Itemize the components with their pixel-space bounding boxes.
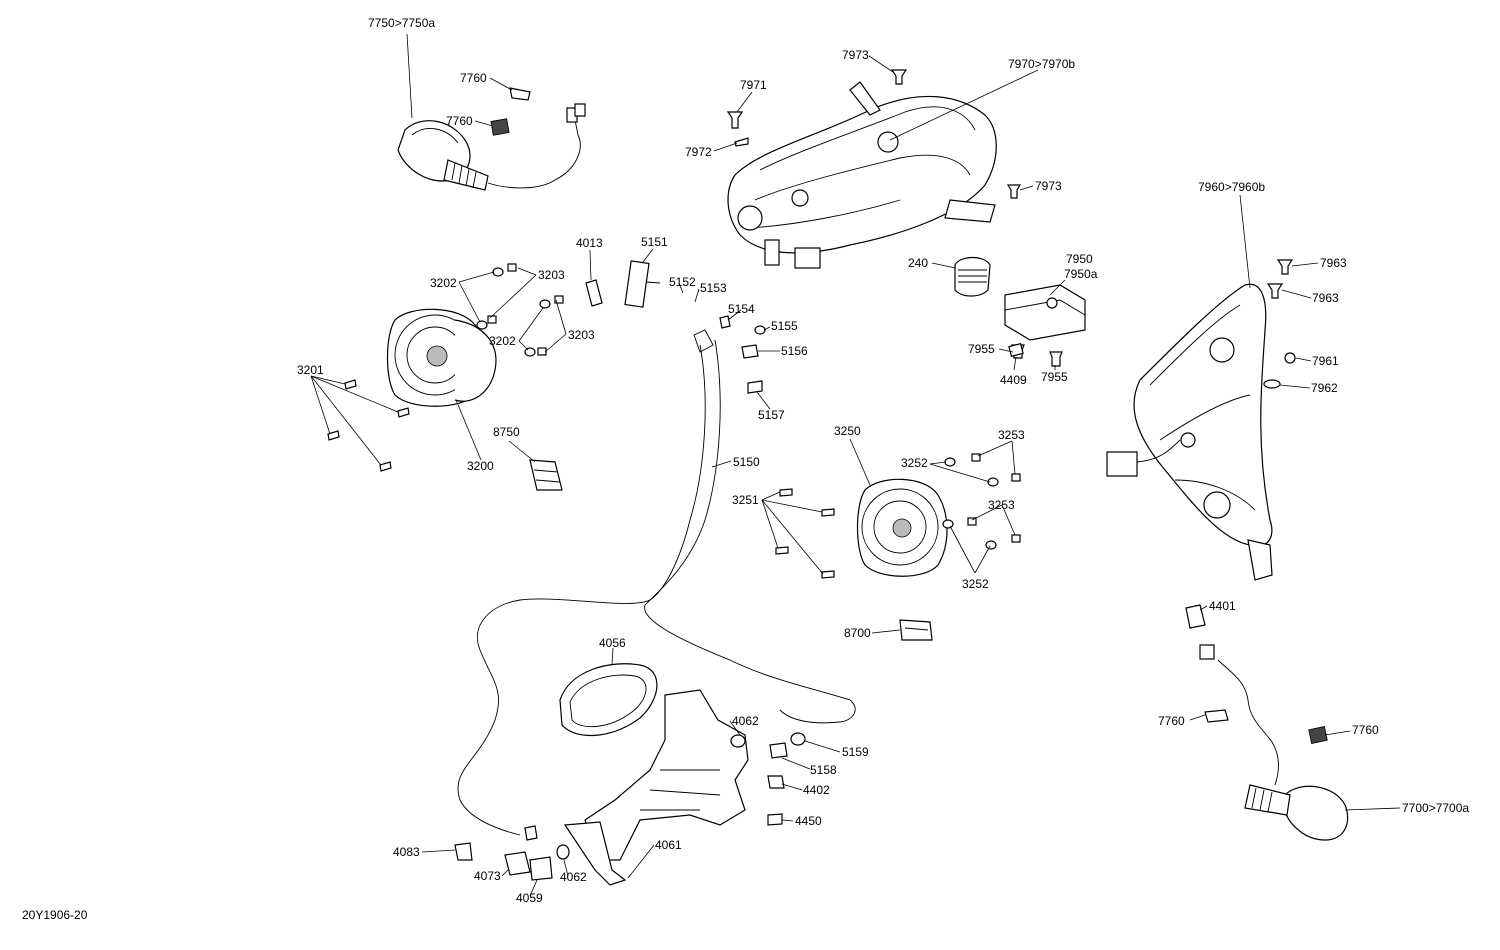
callout-4056: 4056 — [599, 636, 626, 650]
callout-5158: 5158 — [810, 763, 837, 777]
callout-7955: 7955 — [968, 342, 995, 356]
callout-7950a: 7950a — [1064, 267, 1098, 281]
callout-7960: 7960>7960b — [1198, 180, 1265, 194]
callout-8750: 8750 — [493, 425, 520, 439]
speaker-right-hardware — [775, 453, 1021, 579]
callout-3253: 3253 — [988, 498, 1015, 512]
callout-5150: 5150 — [733, 455, 760, 469]
callout-3203: 3203 — [568, 328, 595, 342]
callout-5157: 5157 — [758, 408, 785, 422]
callout-240: 240 — [908, 256, 928, 270]
callout-7760: 7760 — [1158, 714, 1185, 728]
callout-4409: 4409 — [1000, 373, 1027, 387]
callout-8700: 8700 — [844, 626, 871, 640]
speaker-left-3200 — [386, 308, 497, 407]
speaker-right-3250 — [856, 478, 948, 577]
callout-7970: 7970>7970b — [1008, 57, 1075, 71]
callout-4083: 4083 — [393, 845, 420, 859]
callout-3252: 3252 — [962, 577, 989, 591]
bulb-socket-240 — [954, 256, 991, 297]
callout-5156: 5156 — [781, 344, 808, 358]
callout-4073: 4073 — [474, 869, 501, 883]
callout-7750: 7750>7750a — [368, 16, 435, 30]
callout-3202: 3202 — [489, 334, 516, 348]
connector-8700 — [899, 619, 933, 641]
cable-5150 — [457, 315, 856, 836]
callout-7700: 7700>7700a — [1402, 801, 1469, 815]
callout-7972: 7972 — [685, 145, 712, 159]
callout-7971: 7971 — [740, 78, 767, 92]
callout-3203: 3203 — [538, 268, 565, 282]
callout-5154: 5154 — [728, 302, 755, 316]
callout-4061: 4061 — [655, 838, 682, 852]
license-lamp-7950 — [1004, 284, 1086, 367]
callout-4059: 4059 — [516, 891, 543, 905]
bracket-4061 — [563, 689, 806, 886]
turn-signal-front-left — [397, 103, 586, 191]
leader-lines — [310, 33, 1401, 897]
callout-7962: 7962 — [1311, 381, 1338, 395]
screws-7963 — [1263, 259, 1296, 389]
callout-7963: 7963 — [1320, 256, 1347, 270]
callout-3253: 3253 — [998, 428, 1025, 442]
turn-signal-rear-right — [1185, 604, 1349, 841]
screws-7971-7973 — [726, 69, 1022, 199]
callout-7950: 7950 — [1066, 252, 1093, 266]
callout-5155: 5155 — [771, 319, 798, 333]
bulb-7760-upper — [490, 87, 531, 136]
callout-7760: 7760 — [1352, 723, 1379, 737]
callout-7760: 7760 — [460, 71, 487, 85]
callout-3202: 3202 — [430, 276, 457, 290]
callout-7961: 7961 — [1312, 354, 1339, 368]
callout-7973: 7973 — [842, 48, 869, 62]
callout-3200: 3200 — [467, 459, 494, 473]
callout-3250: 3250 — [834, 424, 861, 438]
callout-4450: 4450 — [795, 814, 822, 828]
callout-3252: 3252 — [901, 456, 928, 470]
callout-4401: 4401 — [1209, 599, 1236, 613]
callout-5159: 5159 — [842, 745, 869, 759]
callout-4062: 4062 — [560, 870, 587, 884]
callout-7955: 7955 — [1041, 370, 1068, 384]
headlight-rear-7960 — [1106, 283, 1273, 581]
callout-5152: 5152 — [669, 275, 696, 289]
connectors-4059-4073-4083 — [454, 825, 570, 881]
gasket-4056 — [559, 663, 658, 736]
speaker-left-hardware — [327, 263, 564, 472]
callout-7760: 7760 — [446, 114, 473, 128]
callout-labels: 7750>7750a 7760 7760 7973 7971 7972 7970… — [22, 16, 1469, 922]
callout-3201: 3201 — [297, 363, 324, 377]
callout-5151: 5151 — [641, 235, 668, 249]
clip-4013-and-module-5151 — [585, 260, 661, 308]
callout-4013: 4013 — [576, 236, 603, 250]
callout-7963: 7963 — [1312, 291, 1339, 305]
callout-5153: 5153 — [700, 281, 727, 295]
callout-4062: 4062 — [732, 714, 759, 728]
callout-4402: 4402 — [803, 783, 830, 797]
callout-7973: 7973 — [1035, 179, 1062, 193]
headlight-housing — [727, 81, 997, 269]
callout-3251: 3251 — [732, 493, 759, 507]
drawing-id: 20Y1906-20 — [22, 908, 88, 922]
connector-8750 — [529, 459, 563, 491]
